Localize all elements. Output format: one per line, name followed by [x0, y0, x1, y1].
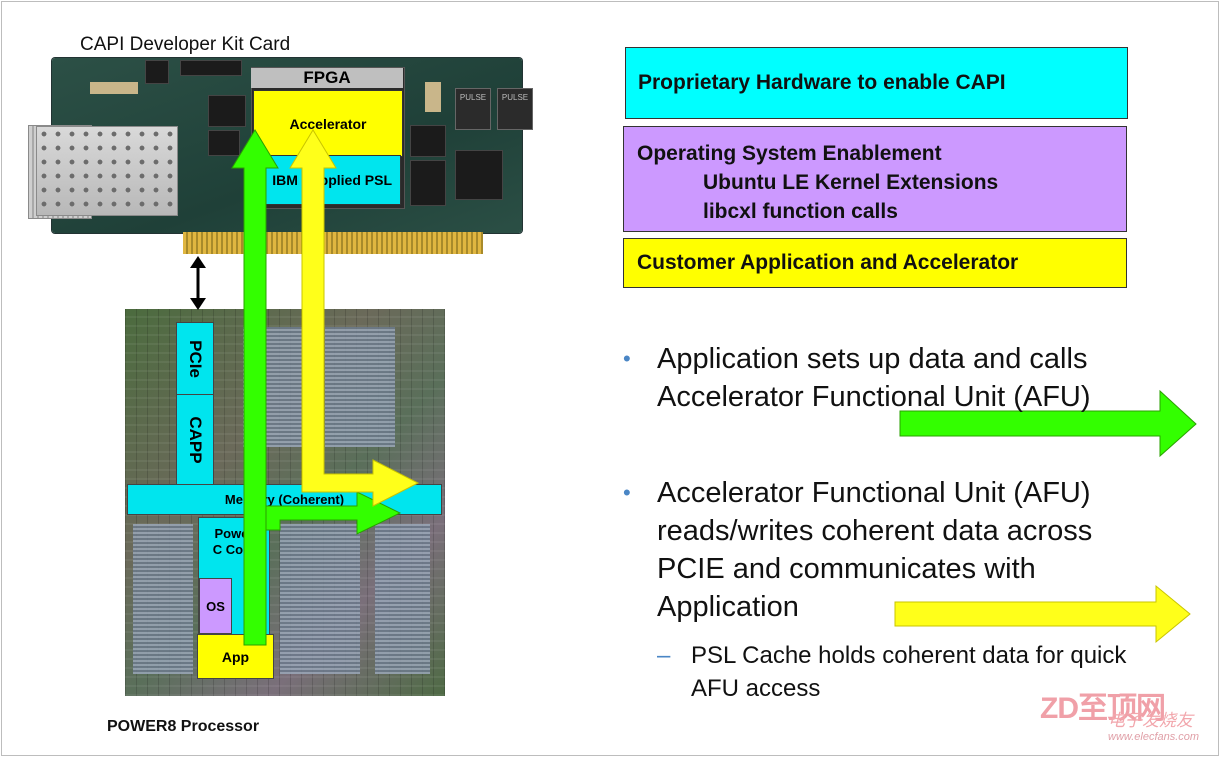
- bullet-line: Accelerator Functional Unit (AFU): [657, 381, 1091, 413]
- green-legend-arrow-icon: [899, 389, 1197, 458]
- legend-hardware-text: Proprietary Hardware to enable CAPI: [638, 71, 1006, 94]
- bullet-line: Application sets up data and calls: [657, 343, 1088, 375]
- fpga-label: FPGA: [251, 68, 403, 88]
- board-chip: [145, 60, 169, 84]
- board-component: [425, 82, 441, 112]
- legend-hardware: Proprietary Hardware to enable CAPI: [625, 47, 1128, 119]
- watermark-url: www.elecfans.com: [1108, 731, 1200, 743]
- pulse-chip: PULSE: [455, 88, 491, 130]
- pcie-block: PCIe: [176, 322, 214, 396]
- bullet-text: Application sets up data and calls Accel…: [657, 340, 1091, 416]
- psl-box: IBM Supplied PSL: [253, 155, 401, 205]
- sub-bullet-line: AFU access: [691, 675, 821, 702]
- die-region: [280, 524, 360, 674]
- os-block: OS: [199, 578, 232, 634]
- yellow-legend-arrow-icon: [894, 584, 1191, 644]
- die-region: [133, 524, 193, 674]
- green-data-arrow-icon: [231, 129, 402, 646]
- legend-application-text: Customer Application and Accelerator: [637, 251, 1019, 274]
- legend-os-title: Operating System Enablement: [637, 142, 942, 165]
- bullet-line: Application: [657, 591, 799, 623]
- bullet-text: Accelerator Functional Unit (AFU) reads/…: [657, 474, 1092, 626]
- sub-bullet-dash-icon: –: [657, 642, 671, 669]
- board-chip: [180, 60, 242, 76]
- bullet-dot-icon: •: [623, 480, 631, 505]
- board-chip: [208, 95, 246, 127]
- capp-block: CAPP: [176, 394, 214, 486]
- card-to-processor-arrow-icon: [190, 256, 206, 310]
- watermark-logo: ZD至顶网: [1040, 692, 1166, 725]
- board-chip: [410, 160, 446, 206]
- yellow-data-arrow-icon: [289, 129, 420, 507]
- legend-operating-system: Operating System Enablement Ubuntu LE Ke…: [623, 126, 1127, 232]
- die-region: [325, 327, 395, 447]
- board-chip: [208, 130, 240, 156]
- processor-label: POWER8 Processor: [107, 718, 260, 735]
- card-title: CAPI Developer Kit Card: [80, 34, 291, 55]
- bullet-line: PCIE and communicates with: [657, 553, 1036, 585]
- sub-bullet-text: PSL Cache holds coherent data for quick …: [691, 639, 1126, 705]
- board-chip: [410, 125, 446, 157]
- board-component: [90, 82, 138, 94]
- legend-application: Customer Application and Accelerator: [623, 238, 1127, 288]
- legend-os-item: libcxl function calls: [703, 200, 898, 223]
- die-region: [375, 524, 430, 674]
- bullet-line: reads/writes coherent data across: [657, 515, 1093, 547]
- board-chip: [455, 150, 503, 200]
- bullet-dot-icon: •: [623, 346, 631, 371]
- legend-os-item: Ubuntu LE Kernel Extensions: [703, 171, 999, 194]
- sfp-cage: [36, 126, 178, 216]
- watermark: ZD至顶网 电子发烧友 www.elecfans.com: [1040, 683, 1210, 748]
- bullet-line: Accelerator Functional Unit (AFU): [657, 477, 1091, 509]
- pulse-chip: PULSE: [497, 88, 533, 130]
- watermark-brand: 电子发烧友: [1108, 711, 1193, 730]
- sub-bullet-line: PSL Cache holds coherent data for quick: [691, 642, 1127, 669]
